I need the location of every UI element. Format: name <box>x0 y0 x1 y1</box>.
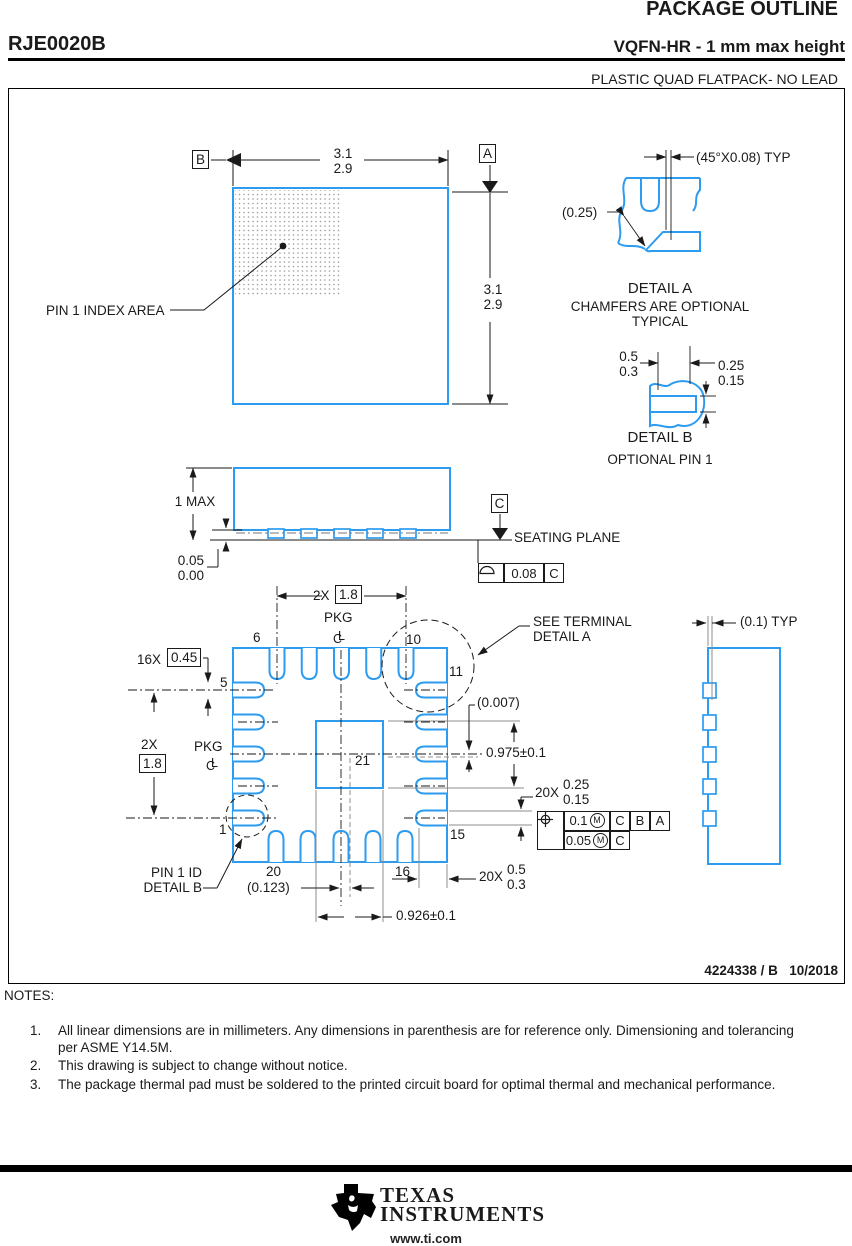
note-item: 2. This drawing is subject to change wit… <box>30 1058 348 1073</box>
pad-height-dim: 0.975±0.1 <box>484 745 548 760</box>
side-view <box>186 467 512 568</box>
lead-width-prefix: 20X <box>535 785 560 800</box>
detail-a-title: DETAIL A <box>627 280 693 297</box>
detail-b-figure <box>649 380 706 429</box>
pkg-label-left: PKG <box>194 739 223 754</box>
pin-1-label: 1 <box>219 822 227 837</box>
doc-number: 4224338 / B 10/2018 <box>704 963 838 978</box>
left-pitch-prefix: 2X <box>141 737 158 752</box>
lead-len2-prefix: 20X <box>479 869 504 884</box>
pin-11-label: 11 <box>449 664 464 679</box>
top-view <box>170 150 508 405</box>
side-gap-dim: (0.1) TYP <box>740 614 798 629</box>
position-symbol-icon <box>538 812 553 827</box>
chamfer-dim: (45°X0.08) TYP <box>696 150 791 165</box>
page-title: PACKAGE OUTLINE <box>646 0 838 20</box>
datum-a-triangle <box>482 181 498 193</box>
pin1-index-area <box>235 190 341 296</box>
lead-width-ref: (0.25) <box>562 205 598 220</box>
footer-rule <box>0 1165 852 1172</box>
left-pitch-box: 1.8 <box>139 754 166 773</box>
see-terminal-note: SEE TERMINAL DETAIL A <box>533 614 632 644</box>
pin-20-label: 20 <box>266 864 282 879</box>
notes-heading: NOTES: <box>4 988 55 1003</box>
detail-a-dims <box>607 150 694 247</box>
pin-10-label: 10 <box>406 632 422 647</box>
bottom-view <box>126 586 533 922</box>
header-rule <box>8 58 845 61</box>
max-height-dim: 1 MAX <box>169 494 221 509</box>
pin-16-label: 16 <box>395 864 411 879</box>
pad-offset-y-dim: (0.007) <box>477 695 520 710</box>
lead-len-box: 0.45 <box>167 648 202 667</box>
pkg-label-top: PKG <box>324 610 353 625</box>
lead-width-dim: 0.25 0.15 <box>563 777 590 807</box>
note-item: 1. All linear dimensions are in millimet… <box>30 1023 794 1055</box>
brand-url: www.ti.com <box>390 1231 462 1246</box>
lead-len2-dim: 0.5 0.3 <box>507 862 526 892</box>
ti-logo-icon <box>331 1184 376 1231</box>
brand-name-line2: INSTRUMENTS <box>380 1202 546 1226</box>
pin1-id-note: PIN 1 ID DETAIL B <box>143 865 202 895</box>
detail-b-dims <box>640 346 716 428</box>
detail-a-callout-circle <box>381 619 475 713</box>
drawing-border <box>8 88 845 984</box>
datum-b-box: B <box>192 150 209 169</box>
pin-6-label: 6 <box>253 630 261 645</box>
package-title: VQFN-HR - 1 mm max height <box>613 37 845 56</box>
flatness-symbol-icon <box>479 565 495 575</box>
detail-b-subtitle: OPTIONAL PIN 1 <box>607 452 713 467</box>
pad-width-dim: 0.926±0.1 <box>396 908 456 923</box>
detail-b-title: DETAIL B <box>627 429 693 446</box>
seating-plane-label: SEATING PLANE <box>514 530 621 545</box>
notes-section: NOTES: 1. All linear dimensions are in m… <box>4 988 834 1093</box>
pad-offset-x-dim: (0.123) <box>247 880 290 895</box>
part-number: RJE0020B <box>8 33 106 55</box>
pin-15-label: 15 <box>450 827 466 842</box>
lead-len-prefix: 16X <box>137 652 162 667</box>
pin-5-label: 5 <box>220 675 228 690</box>
flatness-tolerance-frame: 0.08 C <box>478 563 564 583</box>
detail-a-note2: TYPICAL <box>631 314 689 329</box>
package-subtitle: PLASTIC QUAD FLATPACK- NO LEAD <box>591 71 838 87</box>
datum-c-box: C <box>491 494 508 513</box>
top-pitch-box: 1.8 <box>335 585 362 604</box>
seating-plane-triangle <box>492 528 508 540</box>
top-pitch-prefix: 2X <box>313 588 330 603</box>
datum-a-box: A <box>479 144 496 163</box>
detail-a-note1: CHAMFERS ARE OPTIONAL <box>570 299 750 314</box>
brand-name-line1: TEXAS <box>380 1183 456 1207</box>
detail-b-callout-circle <box>225 794 269 838</box>
thermal-pad-label: 21 <box>355 753 371 768</box>
side-profile-view <box>692 616 781 865</box>
note-item: 3. The package thermal pad must be solde… <box>30 1076 776 1092</box>
pin1-index-label: PIN 1 INDEX AREA <box>46 303 165 318</box>
